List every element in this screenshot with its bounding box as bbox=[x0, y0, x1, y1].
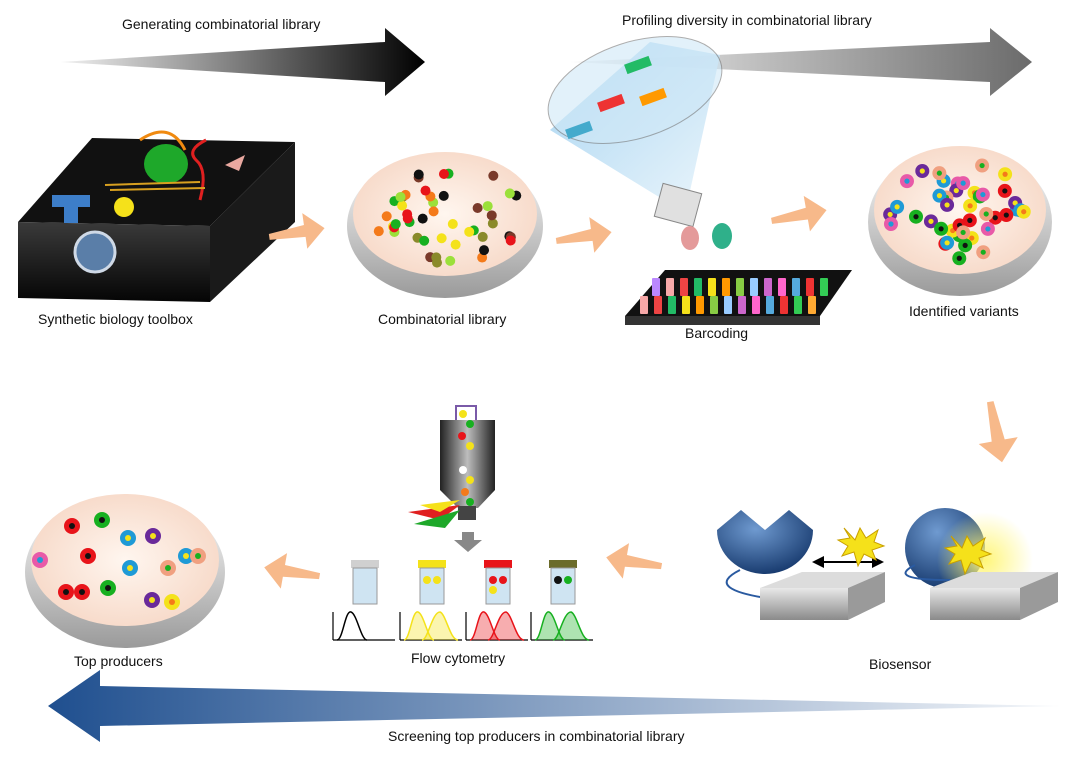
colony bbox=[464, 226, 475, 237]
variant-colonies bbox=[883, 158, 1031, 266]
flow-cytometry-label: Flow cytometry bbox=[411, 650, 506, 666]
top-colonies bbox=[32, 512, 206, 610]
generating-label: Generating combinatorial library bbox=[122, 16, 321, 32]
flow-cytometer bbox=[408, 405, 495, 552]
colony bbox=[373, 226, 384, 237]
colony bbox=[472, 203, 483, 214]
colony bbox=[436, 233, 447, 244]
toolbox-icon bbox=[18, 130, 295, 302]
colony bbox=[438, 190, 449, 201]
colony bbox=[477, 231, 488, 242]
flow-arrow bbox=[978, 401, 1018, 463]
colony bbox=[413, 169, 424, 180]
colony bbox=[438, 168, 449, 179]
generating-arrow bbox=[60, 28, 425, 96]
flow-vials bbox=[332, 560, 593, 641]
vial bbox=[332, 560, 395, 641]
barcode-chip bbox=[625, 223, 852, 325]
profiling-label: Profiling diversity in combinatorial lib… bbox=[622, 12, 872, 28]
colony bbox=[479, 245, 490, 256]
screening-label: Screening top producers in combinatorial… bbox=[388, 728, 685, 744]
vial bbox=[530, 560, 593, 641]
top-producers-dish bbox=[25, 494, 225, 648]
flow-arrow bbox=[268, 213, 325, 249]
vial bbox=[399, 560, 462, 641]
colony bbox=[432, 257, 443, 268]
colony bbox=[390, 219, 401, 230]
colony bbox=[447, 219, 458, 230]
colony bbox=[488, 170, 499, 181]
flow-arrow bbox=[606, 543, 663, 579]
colony bbox=[417, 213, 428, 224]
barcoding-funnel bbox=[547, 36, 723, 228]
profiling-arrow bbox=[570, 28, 1032, 96]
flow-arrow bbox=[771, 195, 827, 232]
colony bbox=[482, 201, 493, 212]
top-producers-label: Top producers bbox=[74, 653, 163, 669]
library-colonies bbox=[373, 168, 522, 268]
colony bbox=[381, 211, 392, 222]
flow-arrow bbox=[555, 217, 612, 253]
variants-dish bbox=[868, 146, 1052, 296]
colony bbox=[395, 191, 406, 202]
library-label: Combinatorial library bbox=[378, 311, 507, 327]
colony bbox=[486, 210, 497, 221]
flow-arrows bbox=[264, 195, 1018, 589]
vial bbox=[465, 560, 528, 641]
colony bbox=[487, 218, 498, 229]
flow-arrow bbox=[264, 553, 321, 589]
colony bbox=[450, 239, 461, 250]
colony bbox=[420, 185, 431, 196]
biosensor-label: Biosensor bbox=[869, 656, 932, 672]
colony bbox=[402, 213, 413, 224]
colony bbox=[428, 206, 439, 217]
variants-label: Identified variants bbox=[909, 303, 1019, 319]
toolbox-label: Synthetic biology toolbox bbox=[38, 311, 193, 327]
biosensor-illustration bbox=[717, 508, 1058, 620]
colony bbox=[505, 235, 516, 246]
colony bbox=[397, 200, 408, 211]
colony bbox=[419, 235, 430, 246]
screening-arrow bbox=[48, 670, 1060, 742]
colony bbox=[445, 255, 456, 266]
barcoding-label: Barcoding bbox=[685, 325, 749, 341]
colony bbox=[504, 188, 515, 199]
library-dish bbox=[347, 152, 543, 298]
